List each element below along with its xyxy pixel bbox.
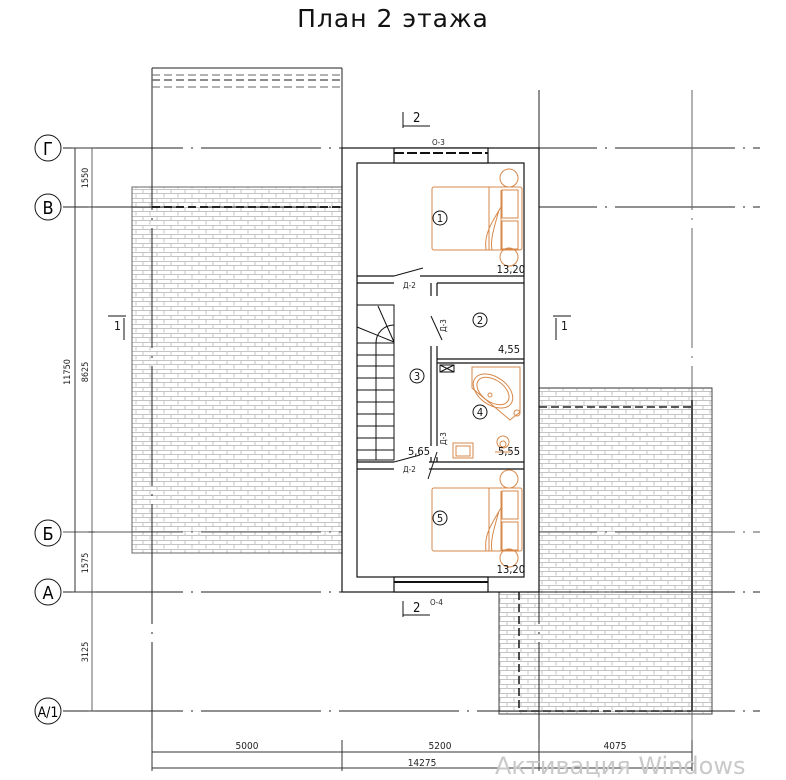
left-dimensions <box>72 147 95 712</box>
svg-text:1575: 1575 <box>81 553 91 574</box>
bottom-dimension-labels: 5000 5200 4075 14275 <box>236 741 627 769</box>
svg-text:1: 1 <box>561 319 568 333</box>
svg-text:4075: 4075 <box>604 741 627 752</box>
svg-text:1: 1 <box>114 319 121 333</box>
bottom-dimensions <box>151 740 693 771</box>
svg-text:5200: 5200 <box>429 741 452 752</box>
left-dimension-labels: 1550 11750 8625 1575 3125 <box>63 168 91 663</box>
svg-text:5000: 5000 <box>236 741 259 752</box>
svg-text:11750: 11750 <box>63 359 73 385</box>
svg-text:4: 4 <box>477 406 483 419</box>
svg-text:5,65: 5,65 <box>408 445 430 458</box>
staircase <box>356 304 395 461</box>
svg-text:Д-3: Д-3 <box>439 432 448 445</box>
svg-text:1550: 1550 <box>81 168 91 189</box>
svg-text:13,20: 13,20 <box>497 263 525 276</box>
svg-text:1: 1 <box>437 212 443 225</box>
door-window-tags: Д-2 Д-3 Д-3 Д-2 О-3 О-4 <box>403 138 448 607</box>
svg-text:4,55: 4,55 <box>498 343 520 356</box>
room-labels: 1 13,20 2 4,55 3 5,65 4 5,55 5 13,20 <box>408 210 525 576</box>
svg-text:А/1: А/1 <box>38 705 59 721</box>
axis-marker-a: А <box>34 578 62 606</box>
svg-text:Д-3: Д-3 <box>439 319 448 332</box>
room-2: 2 4,55 <box>472 312 520 356</box>
svg-text:О-3: О-3 <box>432 138 445 147</box>
svg-text:13,20: 13,20 <box>497 563 525 576</box>
furniture <box>431 168 523 568</box>
section-markers: 2 2 1 1 <box>108 111 571 617</box>
svg-text:Б: Б <box>42 524 53 545</box>
svg-text:Г: Г <box>43 139 53 160</box>
room-5: 5 13,20 <box>432 510 525 576</box>
svg-text:2: 2 <box>477 314 483 327</box>
svg-text:8625: 8625 <box>81 362 91 383</box>
room-1: 1 13,20 <box>432 210 525 276</box>
roof-left <box>131 186 343 554</box>
svg-text:14275: 14275 <box>408 758 437 769</box>
page-title: План 2 этажа <box>297 4 489 33</box>
svg-text:5,55: 5,55 <box>498 445 520 458</box>
svg-text:А: А <box>42 583 53 604</box>
room-3: 3 5,65 <box>408 368 430 458</box>
axis-markers: Г В Б А А/1 <box>34 134 62 725</box>
svg-text:2: 2 <box>413 111 420 126</box>
roof-right <box>498 387 713 715</box>
room-4: 4 5,55 <box>472 404 520 458</box>
svg-text:5: 5 <box>437 512 443 525</box>
svg-text:3125: 3125 <box>81 642 91 663</box>
section-2-bottom: 2 <box>402 601 430 617</box>
svg-text:Д-2: Д-2 <box>403 465 416 474</box>
section-2-top: 2 <box>402 111 430 128</box>
axis-marker-a1: А/1 <box>34 697 62 725</box>
svg-text:О-4: О-4 <box>430 598 443 607</box>
svg-text:2: 2 <box>413 601 420 616</box>
axis-marker-g: Г <box>34 134 62 162</box>
section-1-left: 1 <box>108 315 126 340</box>
section-1-right: 1 <box>553 315 571 340</box>
axis-marker-b: Б <box>34 519 62 547</box>
axis-marker-v: В <box>34 193 62 221</box>
balcony-top <box>151 67 343 148</box>
svg-text:3: 3 <box>414 370 420 383</box>
vent-icon <box>439 364 455 373</box>
svg-text:Д-2: Д-2 <box>403 281 416 290</box>
svg-text:В: В <box>42 198 53 219</box>
windows-activation-watermark: Активация Windows <box>495 752 746 780</box>
